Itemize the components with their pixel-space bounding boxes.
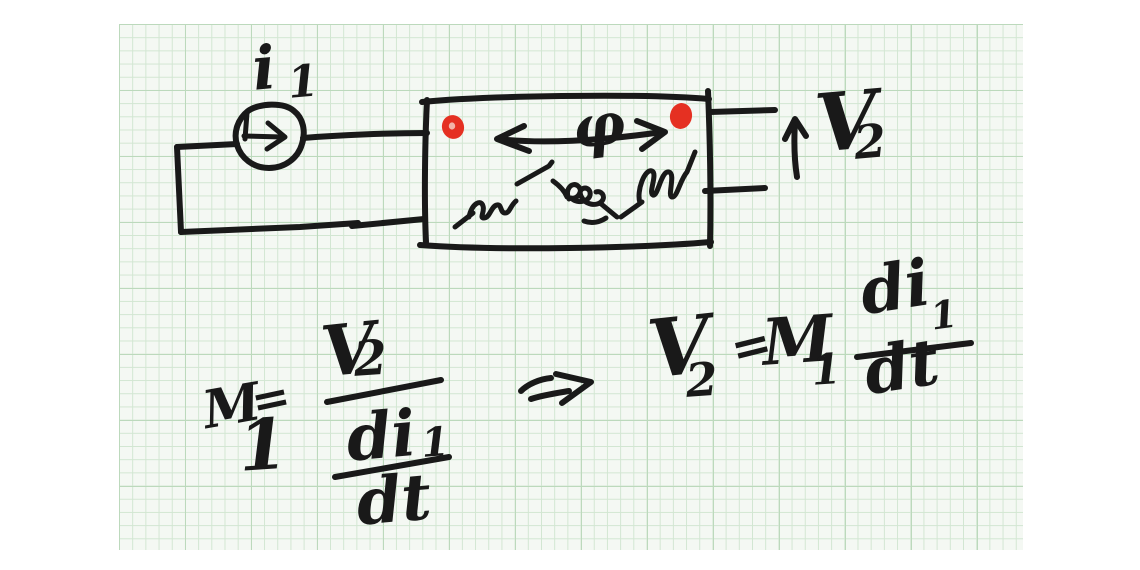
eq2-dt: dt: [859, 324, 945, 411]
eq2-v-sub: 2: [683, 351, 720, 408]
current-label-sub: 1: [285, 55, 321, 109]
flux-label: φ: [568, 88, 629, 163]
eq-den-dt: dt: [353, 459, 435, 541]
eq-den-di-sub: 1: [419, 418, 451, 467]
eq2-m-sub: 1: [809, 343, 843, 395]
voltage-label-sub: 2: [851, 113, 889, 170]
eq-num-v-sub: 2: [351, 329, 389, 388]
eq-m-sub: 1: [235, 401, 290, 488]
eq2-di: di: [855, 245, 936, 331]
